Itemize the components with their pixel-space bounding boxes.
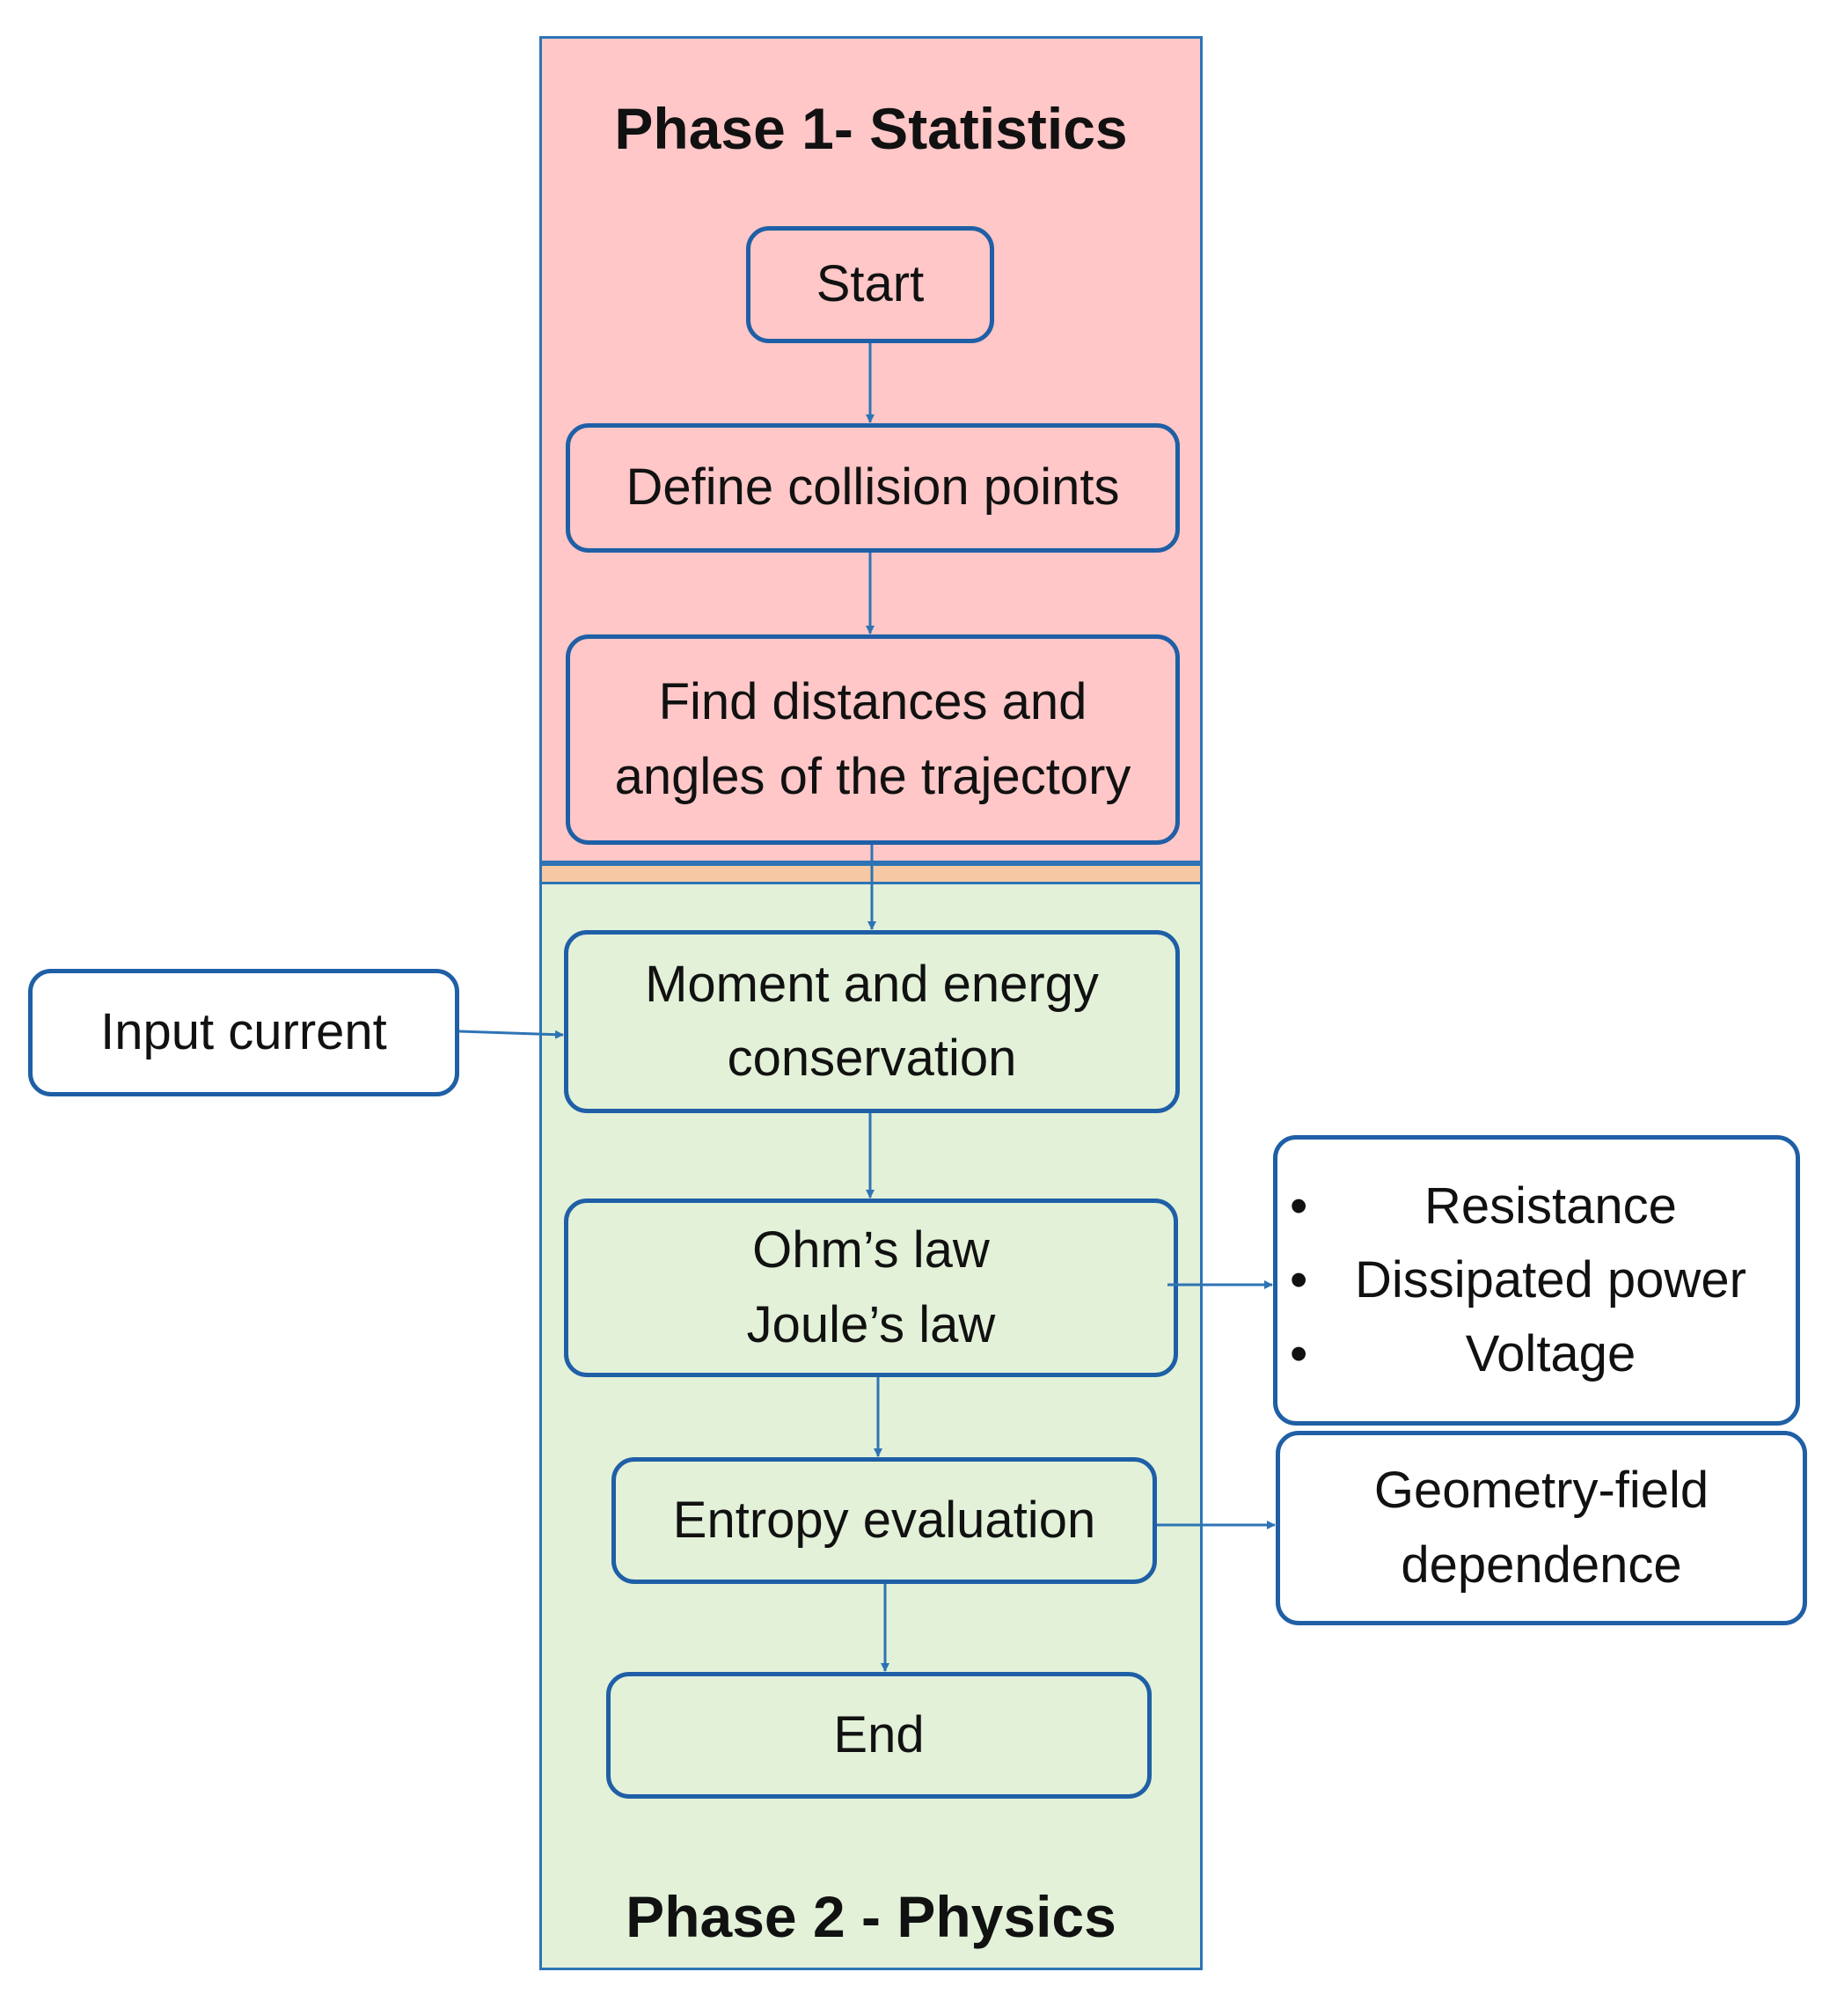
output-resistance: Resistance [1286, 1169, 1746, 1243]
start-node[interactable]: Start [746, 226, 994, 343]
phase-2-title: Phase 2 - Physics [626, 1884, 1116, 1949]
find-distances-node[interactable]: Find distances and angles of the traject… [566, 634, 1180, 845]
geometry-label-line-1: Geometry-field [1373, 1462, 1709, 1520]
moment-label-line-2: conservation [727, 1030, 1017, 1087]
output-voltage: Voltage [1286, 1317, 1746, 1391]
end-label: End [833, 1705, 925, 1763]
ohm-label-line-1: Ohm’s law [752, 1221, 990, 1279]
define-collision-points-node[interactable]: Define collision points [566, 423, 1180, 553]
output-dissipated-power: Dissipated power [1286, 1243, 1746, 1317]
end-node[interactable]: End [606, 1672, 1152, 1799]
input-current-node[interactable]: Input current [28, 969, 459, 1096]
outputs-list: Resistance Dissipated power Voltage [1286, 1169, 1746, 1391]
entropy-evaluation-label: Entropy evaluation [672, 1491, 1096, 1549]
find-distances-label-line-1: Find distances and [658, 673, 1087, 731]
ohm-label-line-2: Joule’s law [746, 1295, 996, 1353]
moment-label-line-1: Moment and energy [645, 955, 1099, 1013]
moment-energy-conservation-node[interactable]: Moment and energy conservation [564, 930, 1180, 1113]
entropy-evaluation-node[interactable]: Entropy evaluation [611, 1457, 1157, 1584]
start-label: Start [816, 255, 925, 313]
define-collision-points-label: Define collision points [626, 458, 1120, 517]
phase-1-title: Phase 1- Statistics [614, 96, 1128, 161]
outputs-list-node[interactable]: Resistance Dissipated power Voltage [1273, 1135, 1800, 1426]
geometry-label-line-2: dependence [1401, 1536, 1682, 1594]
input-current-label: Input current [100, 1003, 387, 1061]
arrow-input-to-moment [458, 1030, 564, 1039]
ohm-joule-law-node[interactable]: Ohm’s law Joule’s law [564, 1199, 1178, 1377]
geometry-field-dependence-node[interactable]: Geometry-field dependence [1276, 1431, 1807, 1625]
find-distances-label-line-2: angles of the trajectory [614, 747, 1131, 805]
